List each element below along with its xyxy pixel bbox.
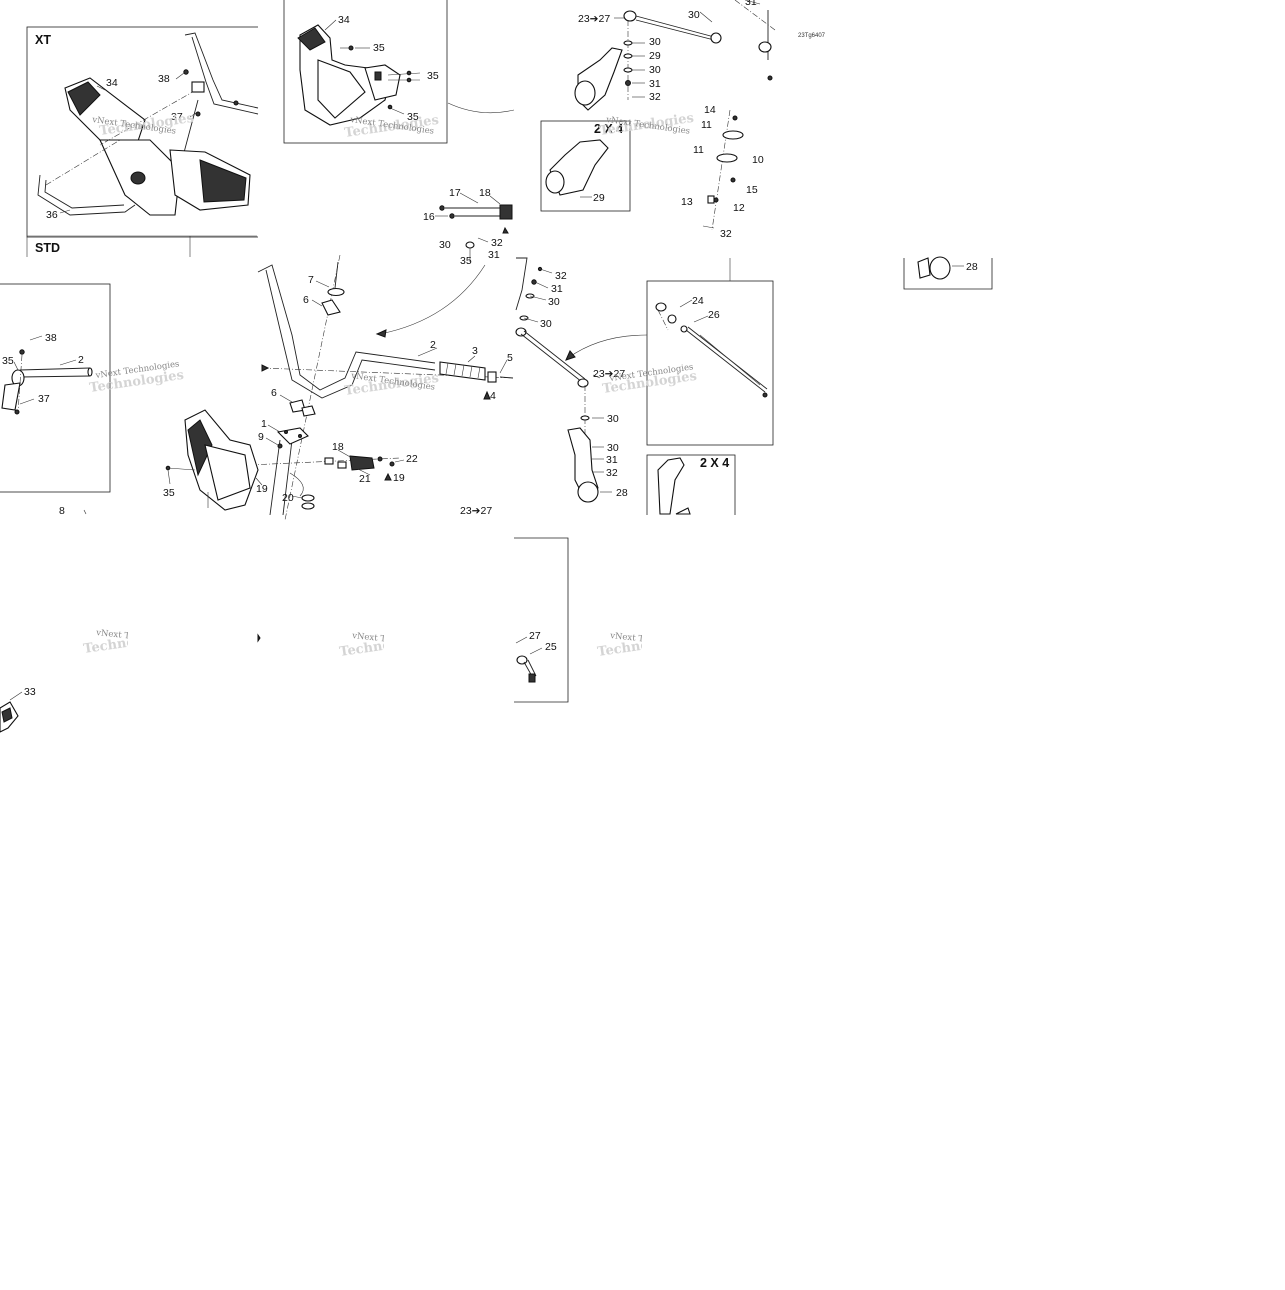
part-33-drawing — [0, 691, 23, 733]
callout-9: 9 — [258, 431, 264, 443]
callout-8: 8 — [59, 505, 65, 517]
callout-28-box: 28 — [966, 261, 978, 273]
callout-36-xt: 36 — [46, 209, 58, 221]
callout-11-b: 11 — [693, 144, 704, 156]
callout-19-left: 19 — [256, 483, 268, 495]
callout-31-top-b: 31 — [649, 78, 661, 90]
callout-32-mid: 32 — [491, 237, 503, 249]
callout-30-mid-right-a: 30 — [548, 296, 560, 308]
callout-35-mid: 35 — [460, 255, 472, 267]
callout-35-cover-c: 35 — [407, 111, 419, 123]
callout-30-top-b: 30 — [649, 36, 661, 48]
callout-37-std: 37 — [38, 393, 50, 405]
callout-15: 15 — [746, 184, 758, 196]
callout-6-bottom: 6 — [271, 387, 277, 399]
panel-title-std: STD — [35, 241, 60, 255]
reference-code: 23Tg6407 — [798, 33, 826, 39]
callout-3: 3 — [472, 345, 478, 357]
callout-19-right: 19 — [393, 472, 405, 484]
steering-linkage-middle — [515, 257, 648, 503]
callout-2-std: 2 — [78, 354, 84, 366]
callout-27: 27 — [529, 630, 541, 642]
callout-22: 22 — [406, 453, 418, 465]
callout-31-mid-right-b: 31 — [606, 454, 618, 466]
callout-32-mid-right: 32 — [555, 270, 567, 282]
callout-29-top: 29 — [649, 50, 661, 62]
cover-detail-drawing — [297, 19, 421, 126]
callout-31-top-a: 31 — [745, 0, 757, 8]
panel-title-2x4-bottom: 2 X 4 — [700, 456, 729, 470]
callout-32-top: 32 — [649, 91, 661, 103]
tie-rod-end-drawing — [515, 636, 543, 683]
callout-23to27-bottom-left: 23➔27 — [460, 505, 492, 517]
callout-34-cover: 34 — [338, 14, 350, 26]
callout-30-mid-right-d: 30 — [607, 442, 619, 454]
callout-5: 5 — [507, 352, 513, 364]
callout-12: 12 — [733, 202, 745, 214]
callout-18-main: 18 — [332, 441, 344, 453]
callout-32-top-b: 32 — [720, 228, 732, 240]
main-handlebar-drawing — [83, 254, 515, 521]
callout-17: 17 — [449, 187, 461, 199]
callout-20: 20 — [282, 492, 294, 504]
callout-32-mid-right-b: 32 — [606, 467, 618, 479]
callout-4: 4 — [490, 390, 496, 402]
callout-31-mid: 31 — [488, 249, 500, 261]
callout-7: 7 — [308, 274, 314, 286]
knuckle-2x4-bottom-drawing — [657, 457, 691, 515]
callout-21: 21 — [359, 473, 371, 485]
callout-6-top: 6 — [303, 294, 309, 306]
panel-title-2x4-top: 2 X 4 — [594, 122, 623, 136]
callout-37-xt: 37 — [171, 111, 183, 123]
std-handlebar-drawing — [1, 335, 93, 415]
steering-linkage-top — [574, 0, 776, 231]
callout-28-main: 28 — [616, 487, 628, 499]
callout-30-mid: 30 — [439, 239, 451, 251]
callout-13: 13 — [681, 196, 693, 208]
callout-29-2x4: 29 — [593, 192, 605, 204]
panel-title-xt: XT — [35, 33, 51, 47]
callout-25: 25 — [545, 641, 557, 653]
callout-18-top: 18 — [479, 187, 491, 199]
callout-23to27-top: 23➔27 — [578, 13, 610, 25]
callout-16: 16 — [423, 211, 435, 223]
knuckle-2x4-top-drawing — [545, 139, 609, 198]
callout-35-main: 35 — [163, 487, 175, 499]
xt-handguard-assembly — [37, 32, 259, 216]
callout-31-mid-right: 31 — [551, 283, 563, 295]
callout-33: 33 — [24, 686, 36, 698]
callout-38-xt: 38 — [158, 73, 170, 85]
callout-34-xt: 34 — [106, 77, 118, 89]
callout-30-top-a: 30 — [688, 9, 700, 21]
callout-24: 24 — [692, 295, 704, 307]
callout-23to27-mid: 23➔27 — [593, 368, 625, 380]
callout-2-main: 2 — [430, 339, 436, 351]
watermarks-lower: Technologies vNext Technologies Technolo… — [82, 628, 642, 660]
tie-rod-frame — [646, 280, 774, 446]
callout-35-std: 35 — [2, 355, 14, 367]
callout-10: 10 — [752, 154, 764, 166]
switch-hardware-group — [435, 192, 513, 262]
callout-26: 26 — [708, 309, 720, 321]
tie-rod-drawing — [655, 299, 768, 398]
bushing-28-drawing — [917, 256, 964, 280]
callout-30-top-c: 30 — [649, 64, 661, 76]
callout-38-std: 38 — [45, 332, 57, 344]
callout-1: 1 — [261, 418, 267, 430]
callout-35-cover-a: 35 — [373, 42, 385, 54]
callout-30-mid-right-c: 30 — [607, 413, 619, 425]
callout-30-mid-right-b: 30 — [540, 318, 552, 330]
callout-11-a: 11 — [701, 119, 712, 131]
callout-14: 14 — [704, 104, 716, 116]
callout-35-cover-b: 35 — [427, 70, 439, 82]
